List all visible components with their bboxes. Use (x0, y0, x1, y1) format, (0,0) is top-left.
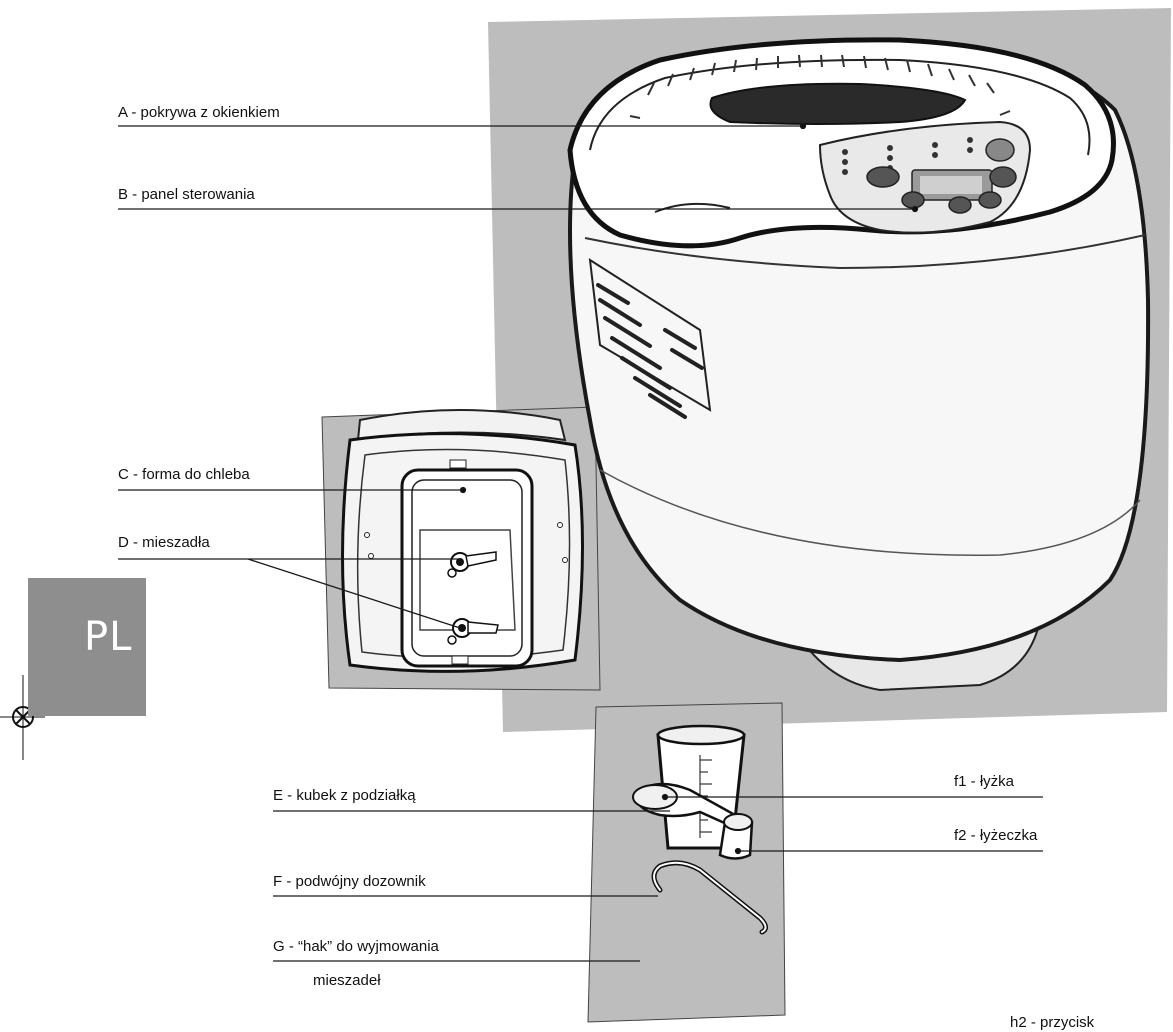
label-b-control-panel: B - panel sterowania (118, 186, 255, 203)
paddle-removal-hook (651, 860, 768, 935)
leader-line-d2 (247, 558, 461, 629)
label-f1-spoon: f1 - łyżka (954, 773, 1015, 790)
label-c-bread-pan: C - forma do chleba (118, 466, 250, 483)
registration-mark (0, 675, 45, 760)
label-f-double-measure: F - podwójny dozownik (273, 873, 426, 890)
label-d-kneading-paddles: D - mieszadła (118, 534, 210, 551)
footer-caption: h2 - przycisk (1010, 1014, 1095, 1031)
language-tab-label: PL (84, 614, 133, 660)
label-a-lid-with-window: A - pokrywa z okienkiem (118, 104, 280, 121)
label-f2-teaspoon: f2 - łyżeczka (954, 827, 1038, 844)
bread-pan (341, 409, 584, 673)
kneading-paddle-top (447, 551, 497, 578)
label-e-measuring-cup: E - kubek z podziałką (273, 787, 416, 804)
label-g-hook-line1: G - “hak” do wyjmowania (273, 938, 439, 955)
language-tab (28, 578, 146, 716)
label-g-hook-line2: mieszadeł (313, 972, 381, 989)
kneading-paddle-bottom (447, 618, 499, 645)
bread-machine (567, 37, 1151, 692)
